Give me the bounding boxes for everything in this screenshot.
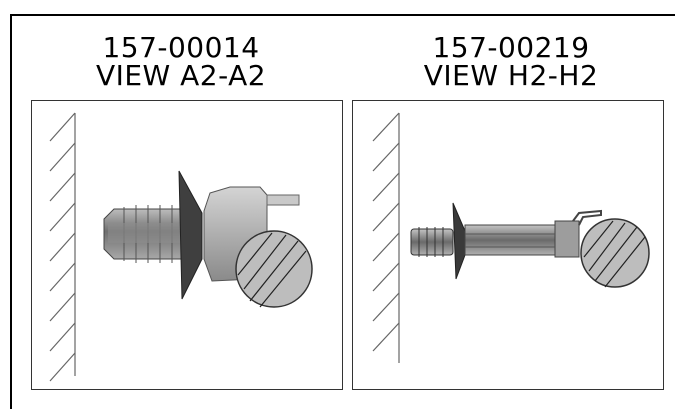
- view-2-label: VIEW H2-H2: [423, 59, 599, 92]
- view-2-panel: [352, 100, 664, 390]
- view-1-panel: [31, 100, 343, 390]
- clip-hook: [572, 209, 602, 226]
- clip-tab: [266, 194, 300, 206]
- wall-hatching: [372, 112, 400, 363]
- view-1-part-number: 157-00014: [102, 31, 260, 64]
- round-section: [580, 218, 650, 288]
- clip-shaft: [464, 220, 580, 258]
- clip-tip: [410, 227, 454, 257]
- view-2-part-number: 157-00219: [432, 31, 590, 64]
- view-1-drawing: [49, 112, 313, 382]
- clip-head: [178, 170, 203, 300]
- clip-shank: [103, 205, 183, 263]
- sheet-border: [10, 14, 675, 409]
- clip-head: [452, 202, 466, 280]
- view-1-label: VIEW A2-A2: [95, 59, 267, 92]
- wall-hatching: [49, 112, 76, 382]
- round-section: [235, 230, 313, 308]
- view-2-drawing: [372, 112, 650, 363]
